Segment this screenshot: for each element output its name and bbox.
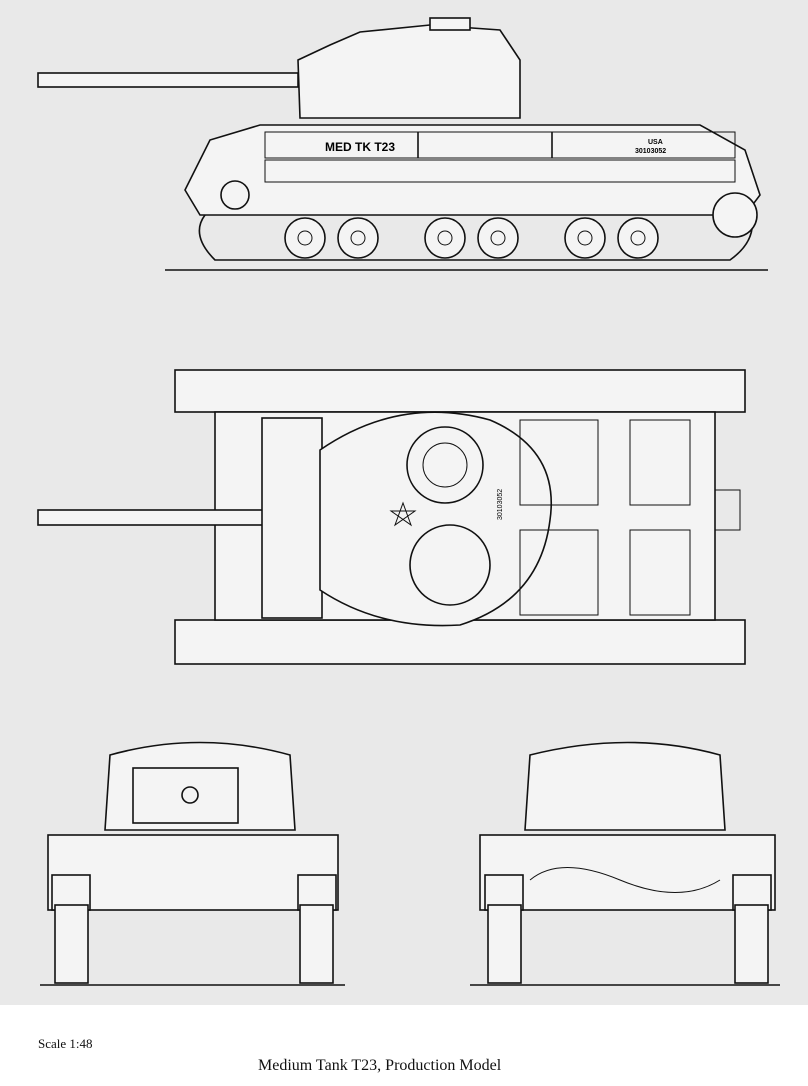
drive-sprocket — [712, 192, 758, 238]
right-fender-rear — [732, 874, 772, 911]
gun-barrel-side — [37, 72, 299, 88]
hull-side — [184, 124, 761, 216]
right-track-front — [299, 904, 334, 984]
hull-marking: MED TK T23 — [325, 140, 395, 154]
scale-label: Scale 1:48 — [38, 1036, 93, 1051]
serial-marking: 30103052 — [635, 148, 666, 155]
rear-hitch-top — [715, 489, 741, 531]
engine-grilles — [519, 419, 691, 616]
gun-muzzle-front — [181, 786, 199, 804]
hull-rear — [479, 834, 776, 911]
figure-caption: Medium Tank T23, Production Model — [258, 1057, 502, 1074]
left-fender-rear — [484, 874, 524, 911]
left-track-rear — [487, 904, 522, 984]
mantlet-top — [261, 417, 323, 619]
tank-drawing: MED TK T23 USA 30103052 30103052 — [37, 17, 780, 986]
gun-barrel-top — [37, 509, 301, 526]
commander-cupola — [406, 426, 484, 504]
rear-view — [470, 741, 780, 986]
turret-rear — [524, 741, 726, 831]
front-view — [40, 741, 345, 986]
tow-cable — [529, 867, 721, 893]
turret-side — [297, 24, 521, 119]
country-marking: USA — [648, 139, 663, 146]
idler-wheel — [220, 180, 250, 210]
left-fender-front — [51, 874, 91, 911]
star-emblem — [389, 501, 417, 527]
left-track-front — [54, 904, 89, 984]
side-view: MED TK T23 USA 30103052 — [37, 17, 768, 271]
turret-top — [319, 411, 552, 627]
right-track-rear — [734, 904, 769, 984]
left-fender — [174, 369, 746, 413]
top-view: 30103052 — [37, 369, 746, 665]
right-fender — [174, 619, 746, 665]
right-fender-front — [297, 874, 337, 911]
cupola-side — [429, 17, 471, 31]
hull-front — [47, 834, 339, 911]
loader-hatch — [409, 524, 491, 606]
turret-serial: 30103052 — [497, 489, 504, 520]
road-wheels — [284, 217, 659, 259]
